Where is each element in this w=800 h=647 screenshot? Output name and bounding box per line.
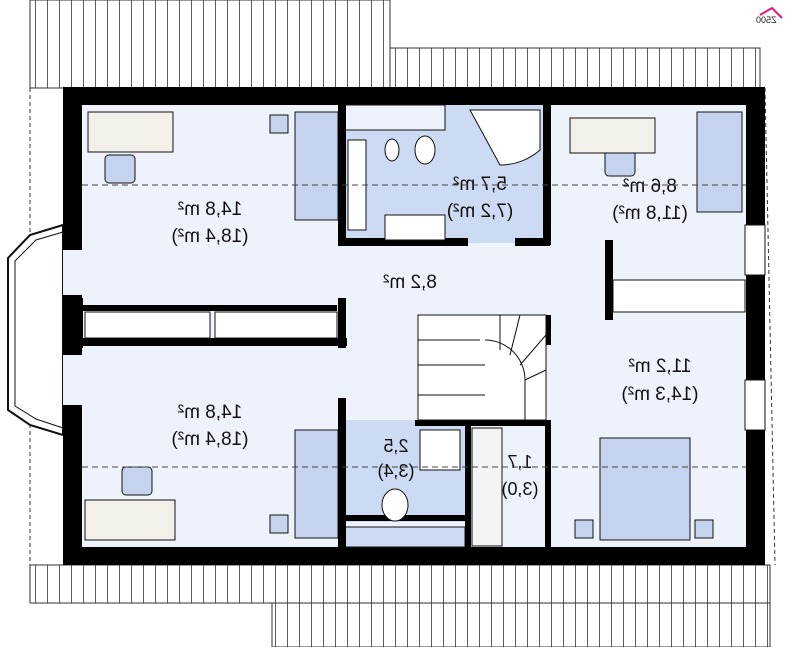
wc-cabinet <box>344 526 466 548</box>
room-area: 14,8 m² <box>178 199 242 220</box>
room-total-area: (14,3 m²) <box>621 384 698 405</box>
window-opening <box>63 355 83 405</box>
room-area: 5,7 m² <box>453 174 507 195</box>
room-area: 8,6 m² <box>623 176 677 197</box>
room-total-area: (3,0) <box>501 479 538 499</box>
room-area: 8,2 m² <box>383 272 437 293</box>
room-area: 11,2 m² <box>628 356 691 377</box>
bathroom-cabinet <box>344 104 446 131</box>
eave-line <box>764 87 776 566</box>
room-label-hall: 8,2 m² <box>383 272 437 293</box>
room-label-bedroom-bottom-left: 14,8 m² (18,4 m²) <box>171 402 248 450</box>
room-label-bathroom: 5,7 m² (7,2 m²) <box>447 174 514 222</box>
room-area: 14,8 m² <box>178 402 242 423</box>
roof-top <box>29 0 761 89</box>
window <box>744 379 766 431</box>
bay-window <box>7 223 64 437</box>
room-label-bedroom-bottom-right: 11,2 m² (14,3 m²) <box>621 356 698 405</box>
room-label-bedroom-top-right: 8,6 m² (11,8 m²) <box>612 176 688 224</box>
room-total-area: (7,2 m²) <box>447 201 514 222</box>
room-label-bedroom-top-left: 14,8 m² (18,4 m²) <box>171 199 248 247</box>
z500-logo: Z500 <box>756 6 783 25</box>
window <box>744 224 766 276</box>
room-total-area: (3,4) <box>377 461 414 481</box>
beds <box>294 111 743 541</box>
room-label-wc: 2,5 (3,4) <box>377 436 414 481</box>
staircase <box>417 314 547 421</box>
room-total-area: (18,4 m²) <box>171 429 248 450</box>
room-area: 2,5 <box>383 436 408 456</box>
slope-lines <box>82 184 746 468</box>
room-area: 1,7 <box>507 452 532 472</box>
wardrobes <box>84 279 746 547</box>
logo-text: Z500 <box>756 15 777 25</box>
roof-bottom <box>29 564 771 647</box>
furniture <box>84 109 714 541</box>
logo-roof-icon <box>759 6 783 19</box>
room-total-area: (11,8 m²) <box>612 203 688 224</box>
room-total-area: (18,4 m²) <box>171 226 248 247</box>
window-opening <box>63 250 83 295</box>
